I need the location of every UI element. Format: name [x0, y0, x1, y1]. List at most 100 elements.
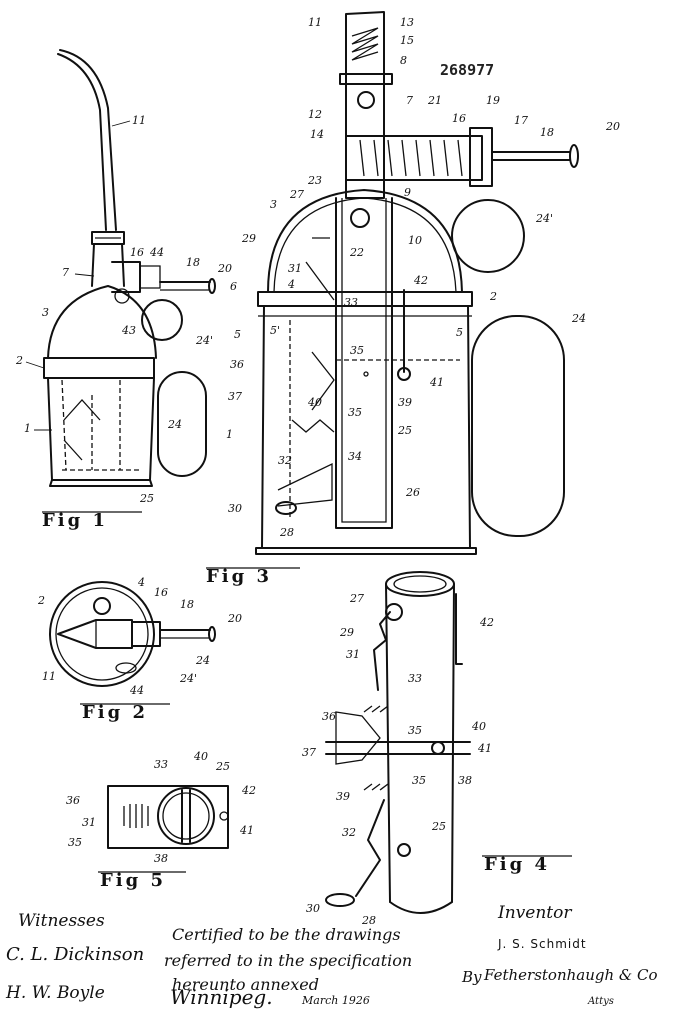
fig4-reference-numerals: 27 42 29 31 33 36 35 40 37 41 39 38 35 2… — [302, 592, 494, 927]
fig3-ref: 24 — [571, 312, 586, 325]
fig3-ref: 24' — [535, 212, 553, 225]
fig3-ref: 35 — [350, 344, 364, 357]
fig3-ref: 41 — [429, 376, 444, 389]
fig1-ref: 44 — [149, 246, 164, 259]
fig4-ref: 25 — [431, 820, 446, 833]
fig2-ref: 24' — [179, 672, 197, 685]
fig2-ref: 44 — [129, 684, 144, 697]
fig1-ref: 1 — [24, 422, 31, 435]
fig3-ref: 12 — [308, 108, 322, 121]
fig5-ref: 41 — [239, 824, 254, 837]
fig3-ref: 19 — [486, 94, 500, 107]
fig3-ref: 32 — [278, 454, 292, 467]
fig3-ref: 35 — [348, 406, 362, 419]
fig5-ref: 35 — [68, 836, 82, 849]
fig2-ref: 24 — [195, 654, 210, 667]
fig3-ref: 25 — [397, 424, 412, 437]
fig1-ref: 25 — [139, 492, 154, 505]
fig1-caption: Fig 1 — [42, 510, 108, 531]
fig3-ref: 42 — [413, 274, 428, 287]
fig4-ref: 42 — [479, 616, 494, 629]
fig1-ref: 16 — [130, 246, 144, 259]
fig2-ref: 18 — [180, 598, 194, 611]
fig1-ref: 43 — [121, 324, 136, 337]
fig4-ref: 32 — [342, 826, 356, 839]
fig3-ref: 2 — [489, 290, 497, 303]
fig3-ref: 1 — [226, 428, 233, 441]
fig5-cross-section — [108, 786, 228, 848]
fig5-ref: 33 — [154, 758, 168, 771]
fig4-ref: 41 — [477, 742, 492, 755]
fig2-caption: Fig 2 — [82, 702, 148, 723]
fig4-ref: 36 — [322, 710, 336, 723]
stamp-number: 268977 — [440, 61, 494, 79]
fig3-ref: 3 — [270, 198, 277, 211]
fig2-ref: 4 — [137, 576, 145, 589]
fig1-ref: 24' — [195, 334, 213, 347]
fig4-ref: 35 — [408, 724, 422, 737]
fig4-ref: 35 — [412, 774, 426, 787]
fig3-ref: 16 — [452, 112, 466, 125]
fig3-ref: 39 — [398, 396, 412, 409]
fig4-ref: 33 — [408, 672, 422, 685]
fig3-ref: 29 — [241, 232, 256, 245]
fig3-ref: 37 — [228, 390, 242, 403]
witnesses-label: Witnesses — [18, 911, 105, 931]
fig3-ref: 5 — [456, 326, 463, 339]
fig2-ref: 2 — [37, 594, 45, 607]
fig3-ref: 4 — [287, 278, 295, 291]
fig4-ref: 29 — [339, 626, 354, 639]
fig3-ref: 28 — [279, 526, 294, 539]
certification-line: Certified to be the drawings — [172, 925, 401, 944]
fig4-ref: 30 — [306, 902, 320, 915]
fig4-ref: 37 — [302, 746, 316, 759]
fig5-ref: 42 — [241, 784, 256, 797]
fig5-ref: 31 — [82, 816, 96, 829]
fig1-ref: 24 — [167, 418, 182, 431]
inventor-label: Inventor — [497, 903, 572, 923]
fig3-caption: Fig 3 — [206, 566, 272, 587]
fig1-ref: 3 — [42, 306, 49, 319]
fig5-ref: 38 — [154, 852, 168, 865]
certification-line: referred to in the specification — [164, 951, 412, 970]
fig3-ref: 26 — [405, 486, 420, 499]
attorney-signature: Fetherstonhaugh & Co — [483, 966, 658, 984]
fig3-ref: 33 — [344, 296, 358, 309]
fig4-ref: 27 — [349, 592, 364, 605]
fig3-ref: 18 — [540, 126, 554, 139]
fig3-ref: 40 — [307, 396, 322, 409]
fig3-ref: 22 — [349, 246, 364, 259]
fig3-ref: 6 — [230, 280, 237, 293]
fig1-ref: 7 — [62, 266, 69, 279]
fig1-ref: 18 — [186, 256, 200, 269]
fig3-ref: 8 — [400, 54, 407, 67]
fig3-ref: 36 — [230, 358, 244, 371]
fig3-ref: 10 — [408, 234, 422, 247]
fig4-ref: 38 — [458, 774, 472, 787]
fig3-ref: 20 — [605, 120, 620, 133]
fig3-ref: 27 — [289, 188, 304, 201]
fig3-reference-numerals: 11 13 15 8 12 7 14 21 19 16 17 18 20 23 … — [226, 16, 620, 539]
inventor-name: J. S. Schmidt — [497, 937, 587, 951]
fig3-ref: 23 — [307, 174, 322, 187]
fig3-ref: 14 — [310, 128, 324, 141]
attorney-suffix: Attys — [587, 996, 614, 1007]
fig1-ref: 11 — [132, 114, 146, 127]
inventor-block: Inventor J. S. Schmidt By Fetherstonhaug… — [461, 903, 658, 1007]
fig3-ref: 13 — [400, 16, 414, 29]
fig3-ref: 30 — [228, 502, 242, 515]
fig3-ref: 17 — [514, 114, 528, 127]
fig3-ref: 11 — [308, 16, 322, 29]
fig2-ref: 16 — [154, 586, 168, 599]
fig4-ref: 40 — [471, 720, 486, 733]
fig1-ref: 2 — [15, 354, 23, 367]
fig5-ref: 36 — [66, 794, 80, 807]
attorney-prefix: By — [461, 968, 482, 986]
witness-signature-1: C. L. Dickinson — [6, 944, 144, 965]
fig2-ref: 11 — [42, 670, 56, 683]
fig2-ref: 20 — [227, 612, 242, 625]
fig4-caption: Fig 4 — [484, 854, 550, 875]
fig5-ref: 25 — [215, 760, 230, 773]
